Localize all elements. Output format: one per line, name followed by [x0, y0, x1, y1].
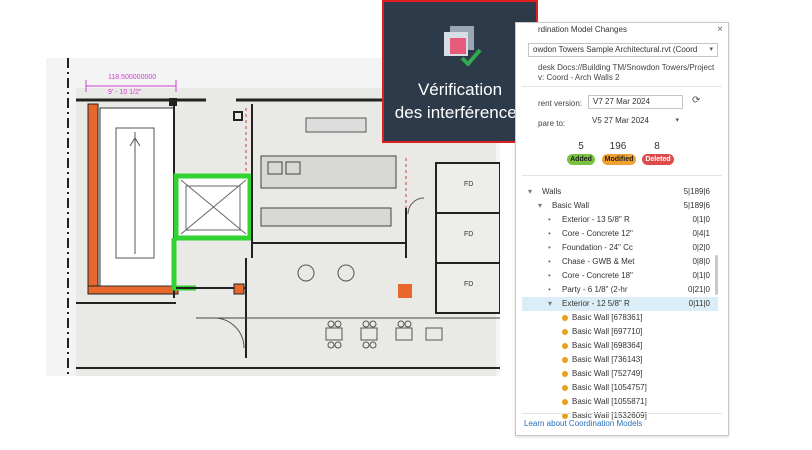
tree-row[interactable]: • Party - 6 1/8" (2-hr 0|21|0: [522, 283, 718, 297]
clash-check-tool-card[interactable]: Vérification des interférences: [382, 0, 538, 143]
tree-row[interactable]: ▾ Basic Wall 5|189|6: [522, 199, 718, 213]
current-version-label: rent version:: [538, 99, 583, 108]
tree-row-label: Exterior - 12 5/8" R: [562, 299, 630, 308]
dimension-bottom: 9' - 10 1/2": [108, 89, 142, 96]
model-select-value: owdon Towers Sample Architectural.rvt (C…: [533, 45, 698, 54]
clash-check-label: Vérification des interférences: [384, 78, 536, 124]
tree-row[interactable]: • Chase - GWB & Met 0|8|0: [522, 255, 718, 269]
tree-row[interactable]: Basic Wall [1055871]: [522, 395, 718, 409]
tree-row-label: Basic Wall [697710]: [572, 327, 643, 336]
floor-drain-label: FD: [464, 281, 473, 288]
close-icon[interactable]: ×: [717, 24, 723, 35]
tree-row-label: Basic Wall [678361]: [572, 313, 643, 322]
floor-drain-label: FD: [464, 181, 473, 188]
added-count: 5: [578, 141, 584, 152]
tree-row-label: Core - Concrete 12": [562, 229, 633, 238]
tree-row-label: Foundation - 24" Cc: [562, 243, 633, 252]
tree-row[interactable]: Basic Wall [1054757]: [522, 381, 718, 395]
expand-icon[interactable]: ▾: [528, 187, 533, 196]
tree-row-counts: 5|189|6: [683, 187, 710, 196]
modified-dot-icon: [562, 357, 568, 363]
modified-badge[interactable]: Modified: [602, 154, 636, 165]
tree-row-counts: 0|2|0: [692, 243, 710, 252]
modified-count: 196: [609, 141, 627, 152]
tree-row-counts: 5|189|6: [683, 201, 710, 210]
panel-title: rdination Model Changes: [538, 25, 627, 34]
tree-row-label: Core - Concrete 18": [562, 271, 633, 280]
tree-row-counts: 0|8|0: [692, 257, 710, 266]
bullet-icon[interactable]: •: [548, 257, 551, 266]
tree-row-counts: 0|11|0: [688, 299, 710, 308]
dimension-top: 118.500000000: [108, 74, 156, 81]
tree-row[interactable]: • Foundation - 24" Cc 0|2|0: [522, 241, 718, 255]
clash-check-label-line1: Vérification: [417, 80, 503, 99]
floor-drain-label: FD: [464, 231, 473, 238]
tree-row-label: Walls: [542, 187, 562, 196]
bullet-icon[interactable]: •: [548, 271, 551, 280]
model-view: v: Coord - Arch Walls 2: [538, 73, 620, 82]
bullet-icon[interactable]: •: [548, 215, 551, 224]
model-select[interactable]: owdon Towers Sample Architectural.rvt (C…: [528, 43, 718, 57]
tree-row-label: Basic Wall [736143]: [572, 355, 643, 364]
tree-row[interactable]: • Core - Concrete 18" 0|1|0: [522, 269, 718, 283]
tree-row[interactable]: ▾ Walls 5|189|6: [522, 185, 718, 199]
modified-dot-icon: [562, 315, 568, 321]
tree-row[interactable]: Basic Wall [752749]: [522, 367, 718, 381]
tree-row-label: Basic Wall [1054757]: [572, 383, 647, 392]
chevron-down-icon: ▾: [709, 46, 713, 53]
bullet-icon[interactable]: •: [548, 229, 551, 238]
tree-row[interactable]: • Core - Concrete 12" 0|4|1: [522, 227, 718, 241]
tree-row[interactable]: Basic Wall [697710]: [522, 325, 718, 339]
modified-dot-icon: [562, 399, 568, 405]
changes-tree[interactable]: ▾ Walls 5|189|6 ▾ Basic Wall 5|189|6 • Exterior…: [522, 185, 718, 423]
coordination-model-changes-panel: rdination Model Changes × owdon Towers S…: [515, 22, 729, 436]
added-badge[interactable]: Added: [567, 154, 595, 165]
tree-row-label: Basic Wall: [552, 201, 590, 210]
modified-dot-icon: [562, 413, 568, 419]
learn-coordination-models-link[interactable]: Learn about Coordination Models: [524, 419, 643, 428]
tree-row[interactable]: • Exterior - 13 5/8" R 0|1|0: [522, 213, 718, 227]
modified-dot-icon: [562, 371, 568, 377]
tree-row[interactable]: ▾ Exterior - 12 5/8" R 0|11|0: [522, 297, 718, 311]
tree-row-counts: 0|21|0: [688, 285, 710, 294]
tree-row[interactable]: Basic Wall [736143]: [522, 353, 718, 367]
compare-to-value: V5 27 Mar 2024: [592, 116, 649, 125]
tree-row-label: Basic Wall [1532609]: [572, 411, 647, 420]
tree-row-counts: 0|4|1: [692, 229, 710, 238]
tree-row[interactable]: Basic Wall [1532609]: [522, 409, 718, 423]
current-version-value: V7 27 Mar 2024: [593, 97, 650, 106]
deleted-count: 8: [654, 141, 660, 152]
clash-check-icon: [440, 22, 484, 67]
tree-row-label: Basic Wall [698364]: [572, 341, 643, 350]
chevron-down-icon: ▾: [675, 117, 679, 124]
expand-icon[interactable]: ▾: [548, 299, 553, 308]
tree-row-label: Chase - GWB & Met: [562, 257, 635, 266]
modified-dot-icon: [562, 343, 568, 349]
clash-check-label-line2: des interférences: [394, 103, 526, 122]
tree-row-label: Basic Wall [1055871]: [572, 397, 647, 406]
tree-row[interactable]: Basic Wall [698364]: [522, 339, 718, 353]
compare-to-select[interactable]: V5 27 Mar 2024 ▾: [588, 115, 683, 129]
compare-to-label: pare to:: [538, 119, 566, 128]
tree-scrollbar[interactable]: [715, 255, 718, 295]
bullet-icon[interactable]: •: [548, 243, 551, 252]
bullet-icon[interactable]: •: [548, 285, 551, 294]
modified-dot-icon: [562, 329, 568, 335]
tree-row-label: Exterior - 13 5/8" R: [562, 215, 630, 224]
refresh-icon[interactable]: ⟳: [692, 95, 701, 106]
model-path: desk Docs://Building TM/Snowdon Towers/P…: [538, 63, 715, 72]
tree-row[interactable]: Basic Wall [678361]: [522, 311, 718, 325]
tree-row-counts: 0|1|0: [692, 215, 710, 224]
current-version-field[interactable]: V7 27 Mar 2024: [588, 95, 683, 109]
tree-row-label: Basic Wall [752749]: [572, 369, 643, 378]
expand-icon[interactable]: ▾: [538, 201, 543, 210]
modified-dot-icon: [562, 385, 568, 391]
deleted-badge[interactable]: Deleted: [642, 154, 674, 165]
tree-row-label: Party - 6 1/8" (2-hr: [562, 285, 628, 294]
tree-row-counts: 0|1|0: [692, 271, 710, 280]
